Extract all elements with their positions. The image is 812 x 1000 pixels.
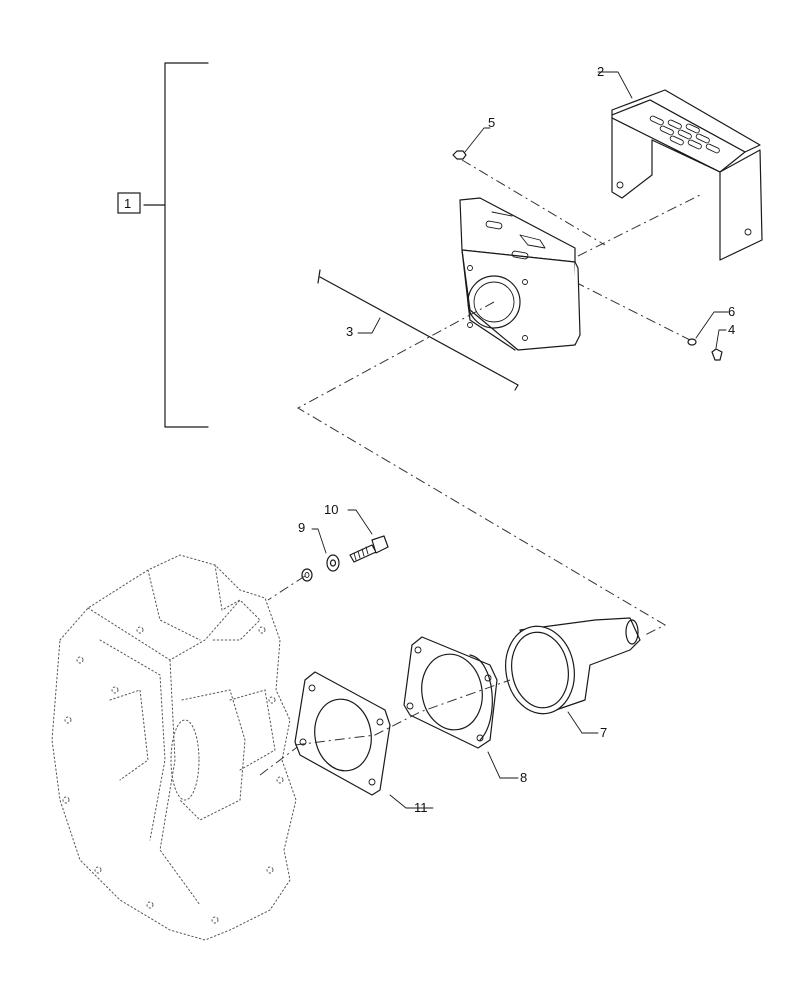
callout-5: 5 [488, 115, 495, 130]
callout-3: 3 [346, 324, 353, 339]
small-screw-part [711, 348, 723, 361]
leader-6 [695, 311, 729, 339]
assembly-bracket [117, 62, 209, 428]
assembly-line-c [574, 281, 691, 341]
callout-1: 1 [124, 196, 131, 211]
callout-10: 10 [324, 502, 338, 517]
leader-3 [357, 317, 381, 334]
lock-washer-part [301, 554, 340, 582]
housing-bracket-top [317, 269, 321, 284]
callout-2: 2 [597, 64, 604, 79]
housing-bracket-line [319, 276, 519, 386]
assembly-line-gearbox [259, 744, 301, 776]
bolt-part [349, 535, 389, 563]
housing-part [459, 197, 581, 351]
leader-7 [567, 711, 599, 734]
callout-8: 8 [520, 770, 527, 785]
callout-7: 7 [600, 725, 607, 740]
top-cover-part [611, 89, 763, 261]
leader-9 [311, 528, 327, 554]
assembly-line-main [296, 301, 667, 636]
bell-cover-part [505, 617, 641, 715]
callout-4: 4 [728, 322, 735, 337]
callout-11: 11 [414, 800, 428, 815]
small-washer-part [687, 338, 697, 346]
gearbox-housing-part [51, 554, 297, 941]
housing-bracket-bottom [514, 384, 519, 391]
assembly-line-a [461, 159, 606, 246]
leader-4 [715, 329, 727, 349]
assembly-line-bolt [267, 575, 306, 601]
assembly-line-flange [294, 679, 511, 746]
leader-11 [389, 794, 434, 809]
gasket-part [294, 671, 391, 796]
nut-part [452, 150, 467, 160]
leader-5 [464, 127, 491, 153]
flange-part [403, 636, 498, 749]
callout-9: 9 [298, 520, 305, 535]
leader-8 [487, 751, 519, 779]
assembly-line-b [559, 194, 701, 266]
callout-6: 6 [728, 304, 735, 319]
leader-2 [597, 71, 633, 99]
leader-10 [347, 509, 373, 535]
